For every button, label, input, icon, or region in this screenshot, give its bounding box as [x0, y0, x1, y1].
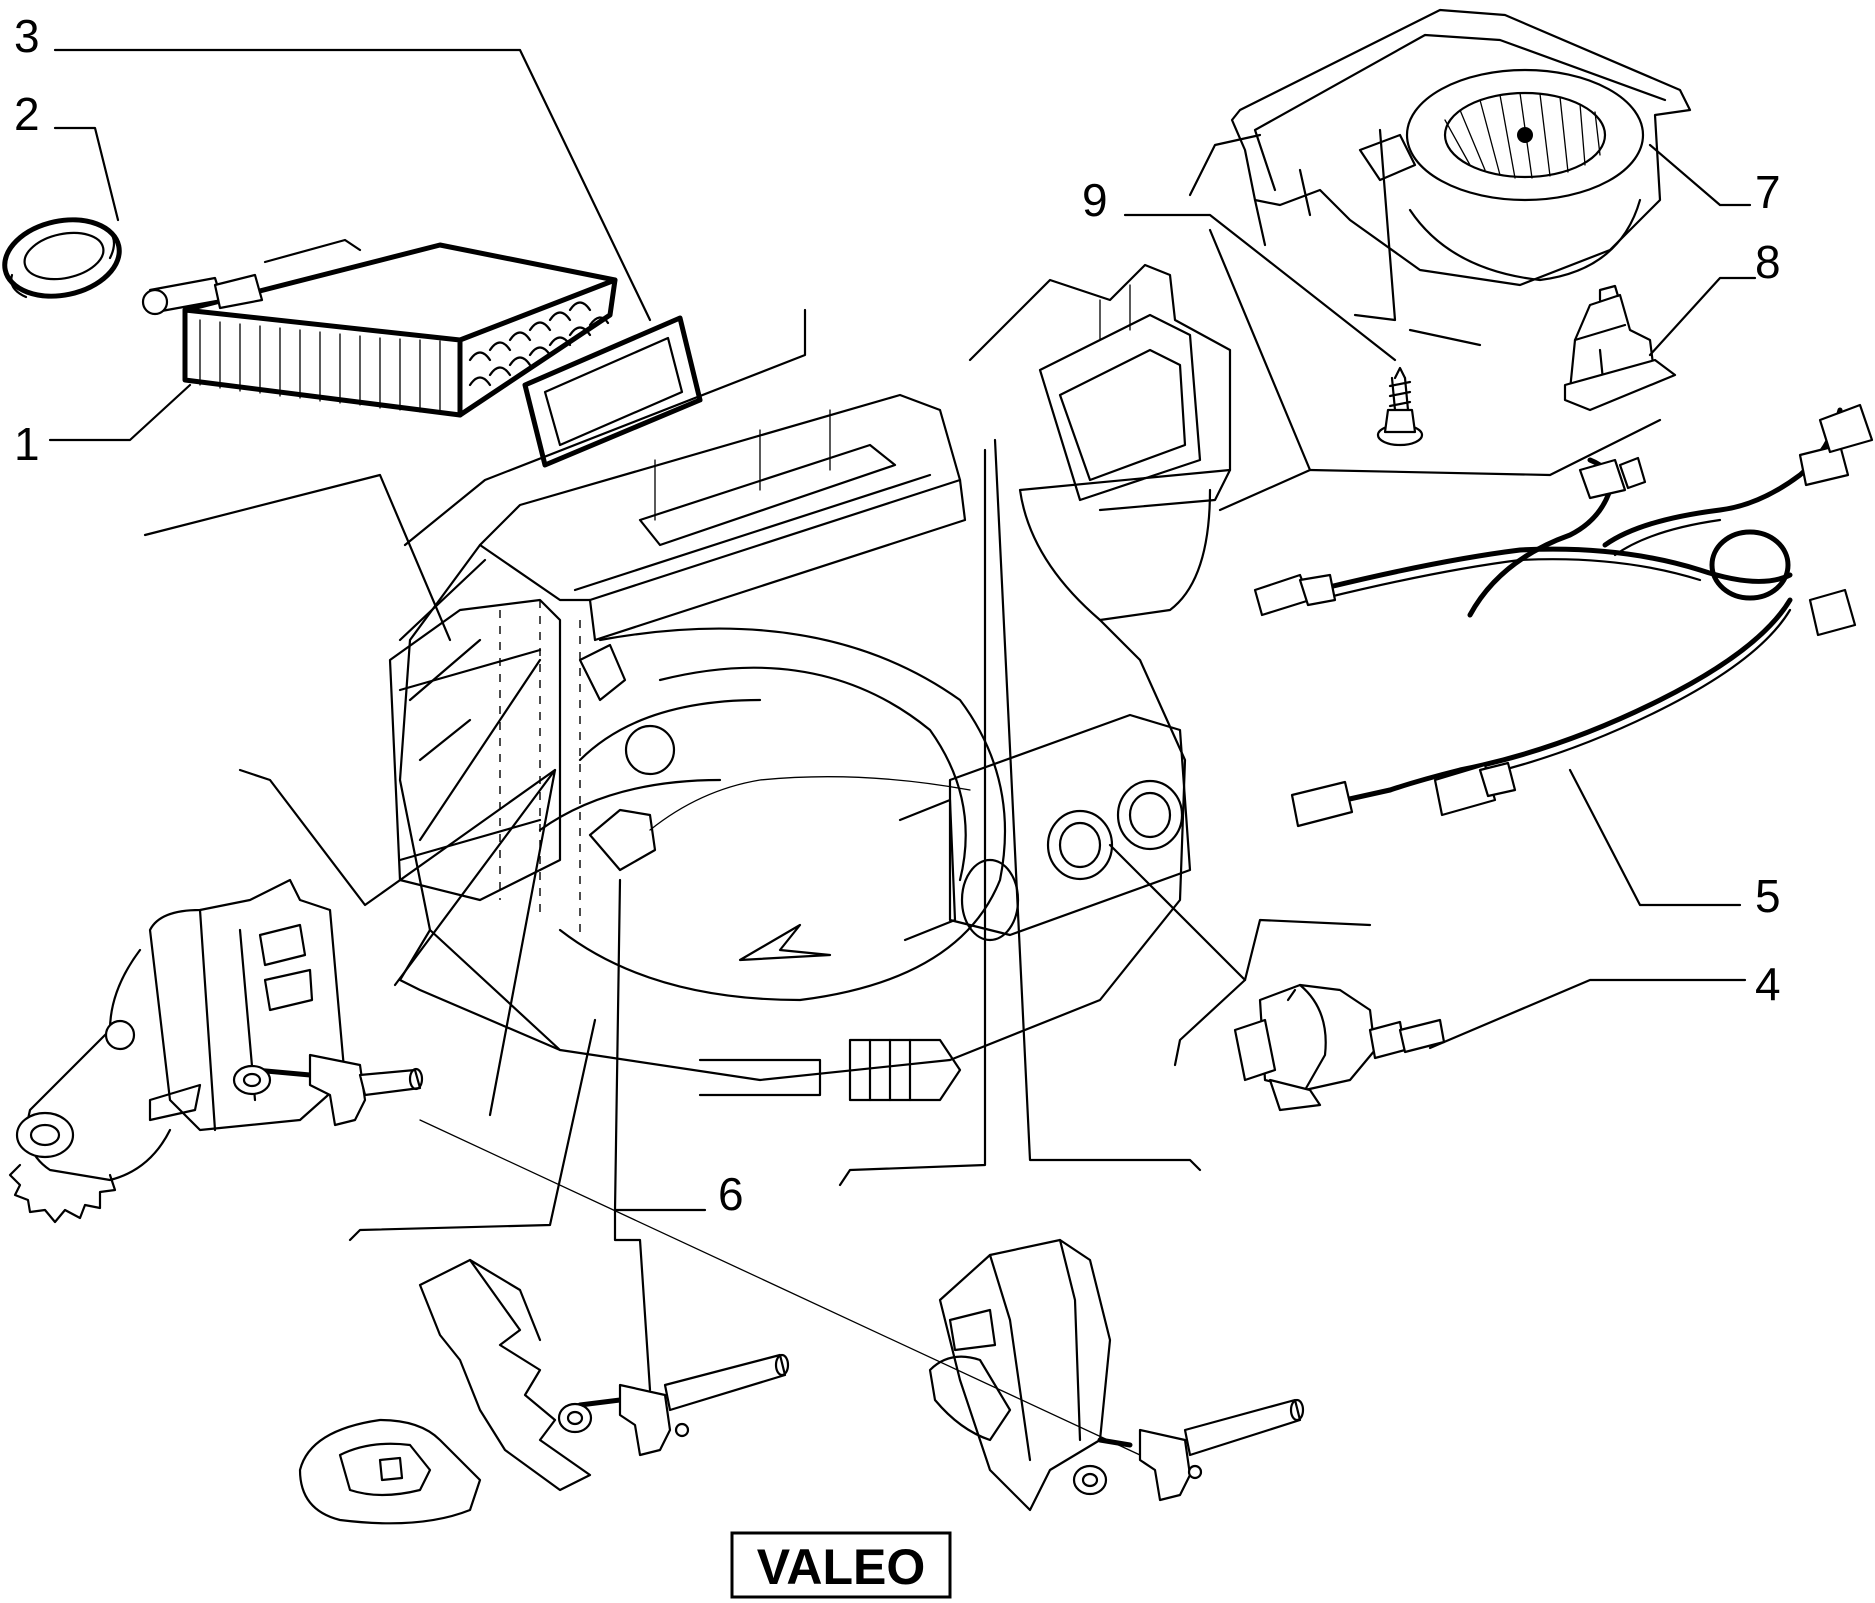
blower-motor-part [1188, 8, 1692, 347]
leader-lines [48, 48, 1757, 1456]
callout-2: 2 [14, 88, 40, 140]
brand-label: VALEO [730, 1531, 952, 1599]
heater-core-part [141, 238, 618, 418]
callout-3: 3 [14, 10, 40, 62]
callout-1: 1 [14, 418, 40, 470]
callout-labels: 1 2 3 4 5 6 7 8 9 [14, 10, 1781, 1220]
callout-4: 4 [1755, 958, 1781, 1010]
heater-housing-assembly [388, 263, 1232, 1102]
screw-part [1376, 366, 1424, 447]
flap-sensor-right [1072, 1398, 1305, 1502]
seal-ring-part [2, 217, 122, 299]
actuator-motor-part [1233, 983, 1446, 1112]
callout-6: 6 [718, 1168, 744, 1220]
callout-8: 8 [1755, 236, 1781, 288]
flap-sensor-middle [557, 1353, 790, 1457]
flap-actuator-middle [298, 1258, 592, 1525]
callout-5: 5 [1755, 870, 1781, 922]
brand-text: VALEO [757, 1539, 926, 1595]
flap-sensor-left [232, 1053, 424, 1127]
blower-resistor-part [1563, 284, 1677, 412]
callout-9: 9 [1082, 174, 1108, 226]
wiring-harness-part [1253, 403, 1874, 828]
gasket-frame-part [522, 315, 703, 468]
callout-7: 7 [1755, 166, 1781, 218]
flap-actuator-left [8, 878, 347, 1224]
